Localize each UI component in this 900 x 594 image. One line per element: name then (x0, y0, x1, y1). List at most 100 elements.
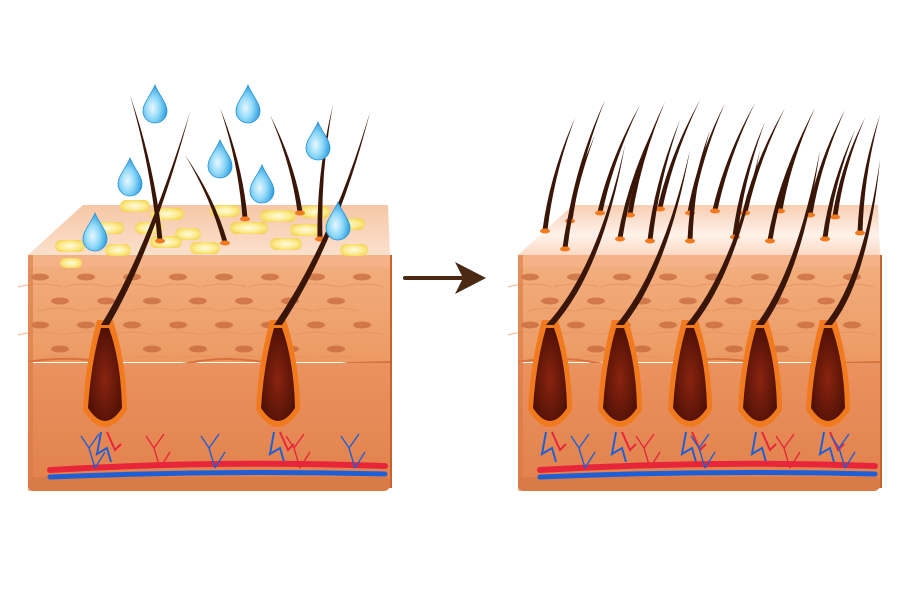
epidermis-cell-nucleus (613, 273, 631, 281)
epidermis-layer (28, 267, 390, 362)
hair-shaft (597, 105, 640, 212)
papilla-vessel (95, 431, 112, 463)
epidermis-cell-border (175, 355, 221, 360)
epidermis-cell-border (803, 307, 849, 312)
epidermis-cell-border (599, 283, 645, 288)
hair-follicle (598, 150, 690, 463)
hair-shaft (270, 115, 303, 212)
scalp-rim (28, 255, 390, 267)
hair-shaft (317, 105, 333, 238)
hair-pore (655, 206, 665, 212)
capillary-branch (285, 433, 311, 469)
papilla-vessel (750, 431, 767, 463)
hair-bulb (743, 328, 777, 421)
epidermis-cell-border (247, 283, 293, 288)
hair-shaft (647, 120, 680, 240)
hair-shaft (777, 108, 815, 210)
surface-hair (270, 115, 305, 216)
panel-before-oily-scalp (17, 83, 392, 491)
hair-bulb (603, 328, 637, 421)
oil-spot (60, 258, 82, 268)
hair-pore (830, 214, 840, 220)
hair-pore (615, 236, 625, 242)
hair-pore (595, 210, 605, 216)
epidermis-cell-nucleus (327, 345, 345, 353)
surface-hair (625, 102, 665, 218)
hair-shaft (822, 130, 855, 238)
epidermis-cell-border (155, 331, 201, 336)
hair-pore (765, 238, 775, 244)
epidermis-cell-nucleus (261, 273, 279, 281)
hair-pore (820, 236, 830, 242)
epidermis-cell-nucleus (633, 345, 651, 353)
epidermis-cell-nucleus (521, 321, 539, 329)
epidermis-cell-border (339, 283, 385, 288)
surface-hair (220, 108, 250, 222)
epidermis-cell-border (783, 283, 829, 288)
epidermis-cell-nucleus (307, 273, 325, 281)
epidermis-cell-nucleus (567, 321, 585, 329)
hair-shaft (767, 128, 805, 240)
epidermis-cell-nucleus (51, 297, 69, 305)
oil-spot (150, 236, 182, 248)
papilla-artery (621, 431, 637, 452)
epidermis-cell-border (619, 307, 665, 312)
papilla-vessel (610, 431, 627, 463)
epidermis-cell-border (63, 283, 109, 288)
block-bottom (518, 477, 880, 491)
epidermis-cell-nucleus (77, 273, 95, 281)
epidermis-cell-border (339, 331, 385, 336)
vein (47, 470, 388, 480)
hair-pore (625, 212, 635, 218)
hair-follicle (83, 112, 190, 463)
hair-pore (645, 238, 655, 244)
capillary-branch (340, 433, 366, 469)
hair-pore (240, 216, 250, 222)
oil-spot (175, 228, 201, 240)
epidermis-cell-nucleus (123, 321, 141, 329)
hair-shaft (627, 102, 665, 214)
epidermis-cell-nucleus (143, 345, 161, 353)
hair-shaft (185, 155, 228, 242)
panel-after-healthy-scalp (507, 100, 882, 491)
epidermis-cell-border (175, 307, 221, 312)
epidermis-cell-nucleus (843, 321, 861, 329)
surface-hair (540, 118, 575, 234)
surface-hair (645, 120, 680, 244)
surface-hair (820, 130, 855, 242)
hair-pore (855, 230, 865, 236)
hair-shaft (617, 125, 655, 238)
hair-shaft (220, 108, 248, 218)
hair-shaft (562, 135, 595, 248)
surface-hair (615, 125, 655, 242)
surface-hair (710, 103, 755, 214)
transition-arrow-icon (403, 262, 486, 294)
surface-hair (830, 118, 865, 220)
water-drop-icon (117, 156, 143, 197)
hair-bulb (811, 328, 845, 421)
epidermis-cell-nucleus (725, 345, 743, 353)
hair-shaft (712, 103, 755, 210)
epidermis-cell-border (129, 355, 175, 360)
surface-hair (185, 155, 230, 246)
epidermis-cell-nucleus (797, 273, 815, 281)
oil-spot (55, 240, 85, 252)
hair-follicle (806, 160, 880, 463)
hair-shaft (542, 118, 575, 230)
hair-pore (685, 238, 695, 244)
capillary-branch (775, 433, 801, 469)
epidermis-cell-nucleus (307, 321, 325, 329)
papilla-vessel (268, 431, 285, 463)
epidermis-cell-nucleus (587, 297, 605, 305)
papilla-artery (761, 431, 777, 452)
hair-follicle (668, 150, 760, 463)
epidermis-cell-border (17, 331, 63, 336)
hair-shaft (832, 118, 865, 216)
epidermis-cell-nucleus (679, 297, 697, 305)
water-drop-icon (82, 211, 108, 252)
capillary-branch (830, 433, 856, 469)
epidermis-cell-nucleus (215, 321, 233, 329)
epidermis-cell-nucleus (541, 297, 559, 305)
hair-shaft (687, 130, 710, 240)
